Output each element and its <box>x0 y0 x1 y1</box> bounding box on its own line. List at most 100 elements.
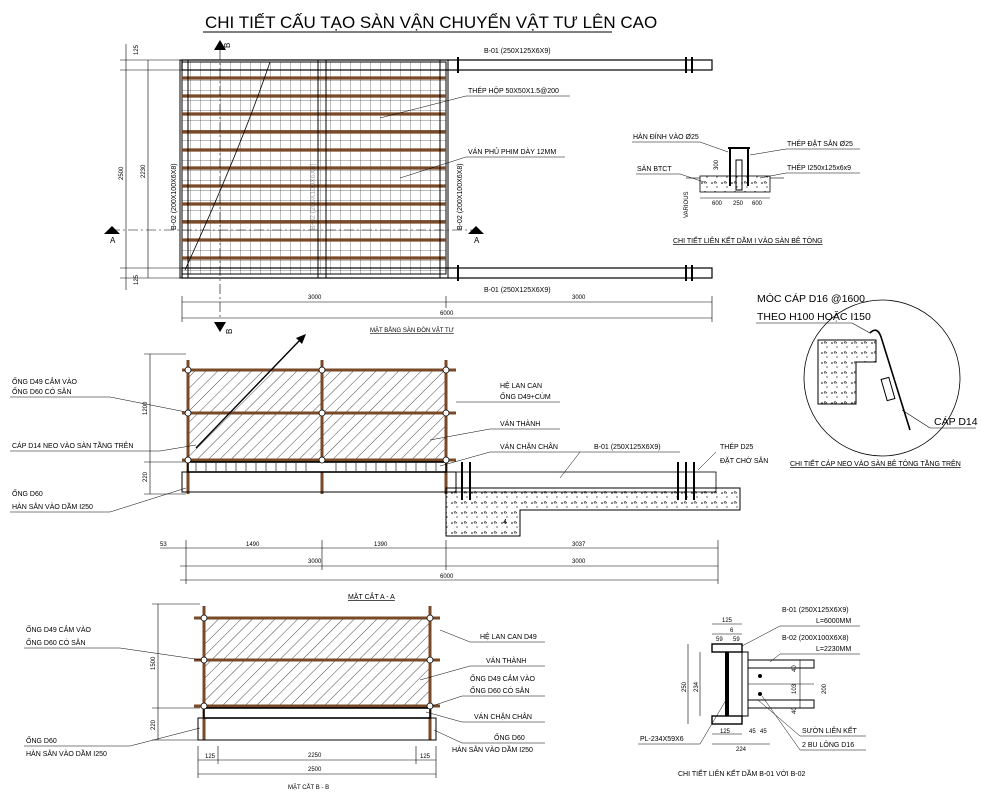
plan-beam-bottom-label: B-01 (250X125X6X9) <box>484 287 551 294</box>
plan-dim-3000a: 3000 <box>308 295 322 301</box>
sa-rail1: HỆ LAN CAN <box>500 381 542 390</box>
plan-beam-right-label: B-02 (200X100X6X8) <box>457 163 464 230</box>
sa-dim-4: 4 <box>503 519 507 526</box>
ibeam-label: THÉP I250x125x6x9 <box>787 163 851 172</box>
bd-dim-250: 250 <box>733 201 744 207</box>
sa-rail2: ỐNG D49+CÙM <box>500 391 551 401</box>
sa-dim-3000a: 3000 <box>308 559 322 565</box>
jd-dim-200: 200 <box>822 683 828 694</box>
jd-dim-125b: 125 <box>720 729 731 735</box>
bd-varies: VARIOUS <box>684 191 690 218</box>
section-a-left: A <box>110 236 116 245</box>
sa-toe: VÁN CHẶN CHÂN <box>500 442 558 451</box>
jd-dim-125: 125 <box>722 618 733 624</box>
sb-pipe60b: HÀN SẴN VÀO DẦM I250 <box>452 744 533 754</box>
sa-pipe2: ỐNG D60 CÓ SẴN <box>12 386 72 396</box>
sb-dim-220: 220 <box>151 719 157 730</box>
jd-b01: B-01 (250X125X6X9) <box>782 607 849 614</box>
plan-beam-top-label: B-01 (250X125X6X9) <box>484 48 551 55</box>
sb-pipe1: ỐNG D49 CẮM VÀO <box>26 624 92 634</box>
plan-view: A A B B B-01 (250X125X6X9) B-01 (250X125… <box>104 40 713 334</box>
jd-b02-len: L=2230MM <box>816 646 851 653</box>
section-a-right: A <box>474 236 480 245</box>
plan-beam-mid-label: B-02 (200X100X6X8) <box>310 163 317 230</box>
jd-dim-45a: 45 <box>749 729 756 735</box>
jd-bolt: 2 BU LÔNG D16 <box>802 740 854 749</box>
hook-label-1: MÓC CÁP D16 @1600 <box>757 292 865 305</box>
jd-dim-40b: 40 <box>792 707 798 714</box>
jd-dim-103: 103 <box>792 683 798 694</box>
plan-dim-3000b: 3000 <box>572 295 586 301</box>
joint-detail: 125 6 59 59 250 234 200 103 40 40 125 45… <box>638 607 866 778</box>
bd-dim-600b: 600 <box>752 201 763 207</box>
sb-pipe3: ỐNG D49 CẮM VÀO <box>470 673 536 683</box>
section-a: ỐNG D49 CẮM VÀO ỐNG D60 CÓ SẴN CÁP D14 N… <box>10 334 768 601</box>
box-steel-label: THÉP HỘP 50X50X1.5@200 <box>468 86 559 95</box>
beam-detail-caption: CHI TIẾT LIÊN KẾT DẦM I VÀO SÀN BÊ TÔNG <box>673 235 823 245</box>
section-b: ỐNG D49 CẮM VÀO ỐNG D60 CÓ SẴN ỐNG D60 H… <box>24 603 545 791</box>
jd-b02: B-02 (200X100X6X8) <box>782 635 849 642</box>
jd-plate: PL-234X59X6 <box>640 736 684 743</box>
sb-board: VÁN THÀNH <box>486 656 526 665</box>
jd-rib: SƯỜN LIÊN KẾT <box>802 725 857 735</box>
dim-125b: 125 <box>134 274 140 285</box>
section-b-top: B <box>223 43 232 48</box>
sa-cable: CÁP D14 NEO VÀO SÀN TẦNG TRÊN <box>12 440 133 450</box>
section-b-caption: MẶT CẮT B - B <box>288 783 329 791</box>
section-b-bottom: B <box>225 329 234 334</box>
sa-pipe60b: HÀN SẴN VÀO DẦM I250 <box>12 501 93 511</box>
cable-label: CÁP D14 <box>934 415 978 428</box>
jd-dim-234: 234 <box>694 681 700 692</box>
sa-dim-1390: 1390 <box>374 542 388 548</box>
sa-beam: B-01 (250X125X6X9) <box>594 444 661 451</box>
sa-dim-3000b: 3000 <box>572 559 586 565</box>
beam-slab-detail: HÀN ĐÍNH VÀO Ø25 THÉP ĐẶT SẴN Ø25 SÀN BT… <box>632 132 860 245</box>
sb-pipe4: ỐNG D60 CÓ SẴN <box>470 685 530 695</box>
dim-2230: 2230 <box>141 164 147 178</box>
cable-detail-caption: CHI TIẾT CÁP NEO VÀO SÀN BÊ TÔNG TẦNG TR… <box>790 458 961 468</box>
sa-dim-1490: 1490 <box>246 542 260 548</box>
jd-dim-59a: 59 <box>716 637 723 643</box>
sa-dim-1200: 1200 <box>143 401 149 415</box>
sb-pipe60a: ỐNG D60 <box>494 732 525 742</box>
sb-toe: VÁN CHẶN CHÂN <box>474 712 532 721</box>
section-a-caption: MẶT CẮT A - A <box>348 592 395 601</box>
plan-dim-6000: 6000 <box>440 311 454 317</box>
plan-caption: MẶT BẰNG SÀN ĐÓN VẬT TƯ <box>370 326 454 334</box>
sb-pipeL2: HÀN SẴN VÀO DẦM I250 <box>26 748 107 758</box>
jd-dim-45b: 45 <box>760 729 767 735</box>
plan-beam-left-label: B-02 (200X100X6X8) <box>171 163 178 230</box>
jd-dim-224: 224 <box>736 747 747 753</box>
sa-d25b: ĐẶT CHỜ SẴN <box>720 456 768 465</box>
plywood-label: VÁN PHỦ PHIM DÀY 12MM <box>468 147 556 156</box>
jd-dim-59b: 59 <box>733 637 740 643</box>
jd-dim-250: 250 <box>682 681 688 692</box>
sa-d25a: THÉP D25 <box>720 442 753 451</box>
sb-dim-2500: 2500 <box>308 767 322 773</box>
page-title: CHI TIẾT CẤU TẠO SÀN VẬN CHUYỂN VẬT TƯ L… <box>205 13 657 32</box>
dim-2500: 2500 <box>119 166 125 180</box>
sb-pipeL1: ỐNG D60 <box>26 735 57 745</box>
sa-pipe1: ỐNG D49 CẮM VÀO <box>12 376 78 386</box>
sa-dim-6000: 6000 <box>440 574 454 580</box>
sa-dim-220: 220 <box>143 471 149 482</box>
dim-125a: 125 <box>134 44 140 55</box>
sb-pipe2: ỐNG D60 CÓ SẴN <box>26 637 86 647</box>
weld-label: HÀN ĐÍNH VÀO Ø25 <box>633 132 699 141</box>
jd-b01-len: L=6000MM <box>816 618 851 625</box>
hook-label-2: THEO H100 HOẶC I150 <box>757 310 871 323</box>
sb-dim-125a: 125 <box>205 754 216 760</box>
slab-label: SÀN BTCT <box>637 164 672 173</box>
bd-dim-600a: 600 <box>712 201 723 207</box>
jd-dim-40a: 40 <box>792 665 798 672</box>
sb-dim-1500: 1500 <box>151 656 157 670</box>
sb-rail: HỆ LAN CAN D49 <box>480 632 537 641</box>
steel-label: THÉP ĐẶT SẴN Ø25 <box>787 139 853 148</box>
joint-detail-caption: CHI TIẾT LIÊN KẾT DẦM B-01 VỚI B-02 <box>678 768 805 778</box>
sa-dim-53: 53 <box>160 542 167 548</box>
jd-dim-6: 6 <box>730 628 734 634</box>
sa-pipe60a: ỐNG D60 <box>12 488 43 498</box>
sa-dim-3037: 3037 <box>572 542 586 548</box>
sb-dim-2250: 2250 <box>308 753 322 759</box>
